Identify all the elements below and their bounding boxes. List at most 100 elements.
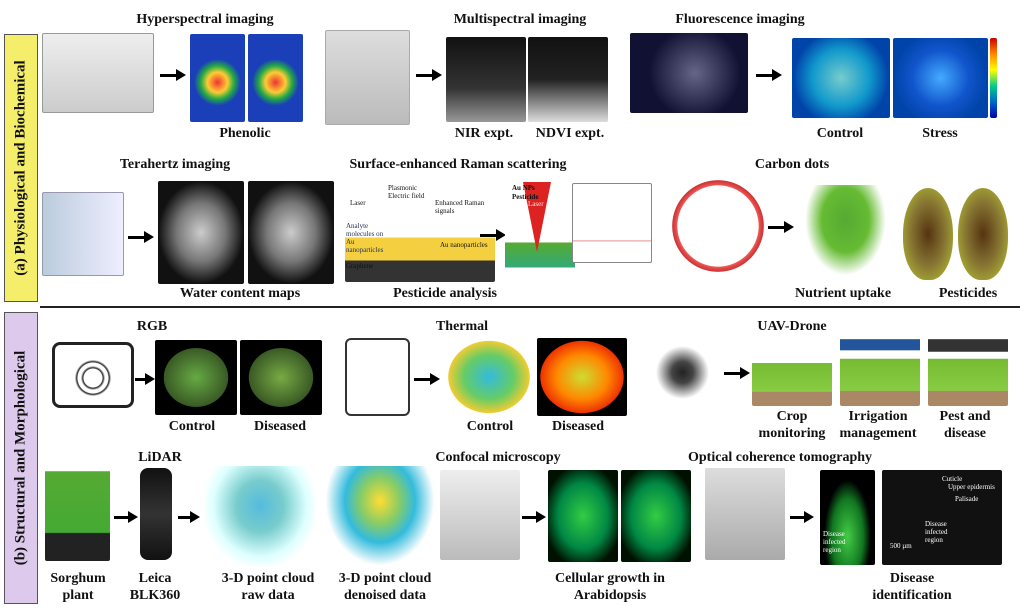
phenolic-map-1: [190, 34, 245, 122]
crop-monitoring-plants: [752, 358, 832, 406]
caption-thermal-diseased: Diseased: [551, 419, 605, 434]
water-map-1: [158, 181, 244, 284]
ndvi-image: [528, 37, 608, 122]
laser-beam: [523, 182, 551, 252]
section-b-band: (b) Structural and Morphological: [4, 312, 38, 604]
oct-label: Cuticle: [942, 475, 963, 483]
fluorescence-stress-image: [893, 38, 988, 118]
title-terahertz: Terahertz imaging: [119, 157, 231, 172]
caption-leica: Leica BLK360: [129, 571, 181, 603]
title-confocal: Confocal microscopy: [435, 450, 561, 465]
caption-pesticides: Pesticides: [938, 286, 998, 301]
multispectral-camera-image: [325, 30, 410, 125]
camera-icon: [52, 342, 134, 408]
confocal-image-1: [548, 470, 618, 562]
title-uav: UAV-Drone: [757, 319, 827, 334]
caption-nutrient-uptake: Nutrient uptake: [794, 286, 892, 301]
caption-thermal-control: Control: [466, 419, 514, 434]
terahertz-device-image: [42, 192, 124, 276]
nutrient-uptake-plant: [798, 185, 893, 285]
caption-point-cloud-raw: 3-D point cloud raw data: [221, 571, 315, 603]
thermometer-icon: [345, 338, 410, 416]
oct-device-image: [705, 468, 785, 560]
phenolic-map-2: [248, 34, 303, 122]
sers-label: Analyte molecules on Au nanoparticles: [346, 222, 384, 254]
caption-pest-disease: Pest and disease: [939, 409, 991, 441]
sers-label: Laser: [528, 200, 544, 208]
sers-label: Graphene: [346, 262, 374, 270]
arrow: [114, 511, 138, 523]
oct-scale-label: 500 µm: [890, 542, 912, 550]
rgb-diseased-leaf: [240, 340, 322, 415]
caption-pesticide-analysis: Pesticide analysis: [393, 286, 497, 301]
arrow: [480, 229, 506, 241]
thermal-control-leaf: [445, 338, 533, 416]
oct-leaf-image: [820, 470, 875, 565]
caption-crop-monitoring: Crop monitoring: [758, 409, 826, 441]
drone-image: [645, 335, 720, 410]
arrow: [756, 69, 782, 81]
sers-label: Laser: [350, 199, 366, 207]
fluorescence-control-image: [792, 38, 890, 118]
divider: [40, 306, 1020, 308]
sers-label: Pesticide: [512, 193, 539, 201]
arrow: [135, 373, 155, 385]
caption-sorghum: Sorghum plant: [50, 571, 106, 603]
title-fluorescence: Fluorescence imaging: [675, 12, 805, 27]
caption-irrigation: Irrigation management: [839, 409, 917, 441]
color-scale-bar: [990, 38, 997, 118]
sers-schematic: [345, 182, 495, 282]
carbon-dot-diagram: [672, 180, 764, 272]
title-thermal: Thermal: [435, 319, 489, 334]
caption-disease-identification: Disease identification: [872, 571, 952, 603]
caption-point-cloud-denoised: 3-D point cloud denoised data: [338, 571, 432, 603]
raman-spectrum-plot: [572, 183, 652, 263]
arrow: [416, 69, 442, 81]
section-b-label: (b) Structural and Morphological: [12, 350, 29, 566]
title-carbon-dots: Carbon dots: [754, 157, 830, 172]
confocal-microscope-image: [440, 470, 520, 560]
pesticide-leaf-1: [903, 188, 953, 280]
title-sers: Surface-enhanced Raman scattering: [349, 157, 567, 172]
irrigation-plants: [840, 336, 920, 406]
thermal-diseased-leaf: [537, 338, 627, 416]
pesticide-leaf-2: [958, 188, 1008, 280]
sorghum-plant-image: [45, 466, 110, 561]
arrow: [160, 69, 186, 81]
caption-rgb-control: Control: [168, 419, 216, 434]
leica-scanner-image: [140, 468, 172, 560]
nir-image: [446, 37, 526, 122]
sers-label: Plasmonic Electric field: [388, 184, 425, 200]
sers-label: Au NPs: [512, 184, 535, 192]
arrow: [768, 221, 794, 233]
arrow: [724, 367, 750, 379]
caption-cellular-growth: Cellular growth in Arabidopsis: [555, 571, 665, 603]
caption-phenolic: Phenolic: [219, 126, 271, 141]
oct-label: Disease infected region: [823, 530, 846, 554]
arrow: [128, 231, 154, 243]
title-hyperspectral: Hyperspectral imaging: [136, 12, 274, 27]
water-map-2: [248, 181, 334, 284]
confocal-image-2: [621, 470, 691, 562]
title-lidar: LiDAR: [138, 450, 182, 465]
caption-rgb-diseased: Diseased: [253, 419, 307, 434]
arrow: [522, 511, 546, 523]
arrow: [414, 373, 440, 385]
caption-water-content: Water content maps: [179, 286, 301, 301]
hyperspectral-setup-image: [42, 33, 154, 113]
oct-label: Upper epidermis: [948, 483, 995, 491]
section-a-label: (a) Physiological and Biochemical: [12, 60, 29, 276]
point-cloud-raw: [205, 466, 315, 566]
sers-label: Enhanced Raman signals: [435, 199, 485, 215]
rgb-control-leaf: [155, 340, 237, 415]
oct-label: Palisade: [955, 495, 979, 503]
fluorescence-setup-image: [630, 33, 748, 113]
caption-ndvi: NDVI expt.: [535, 126, 605, 141]
title-oct: Optical coherence tomography: [687, 450, 873, 465]
title-rgb: RGB: [136, 319, 168, 334]
point-cloud-denoised: [325, 466, 435, 566]
sers-label: Au nanoparticles: [440, 241, 488, 249]
oct-label: Disease infected region: [925, 520, 948, 544]
oct-scan-image: [882, 470, 1002, 565]
section-a-band: (a) Physiological and Biochemical: [4, 34, 38, 302]
